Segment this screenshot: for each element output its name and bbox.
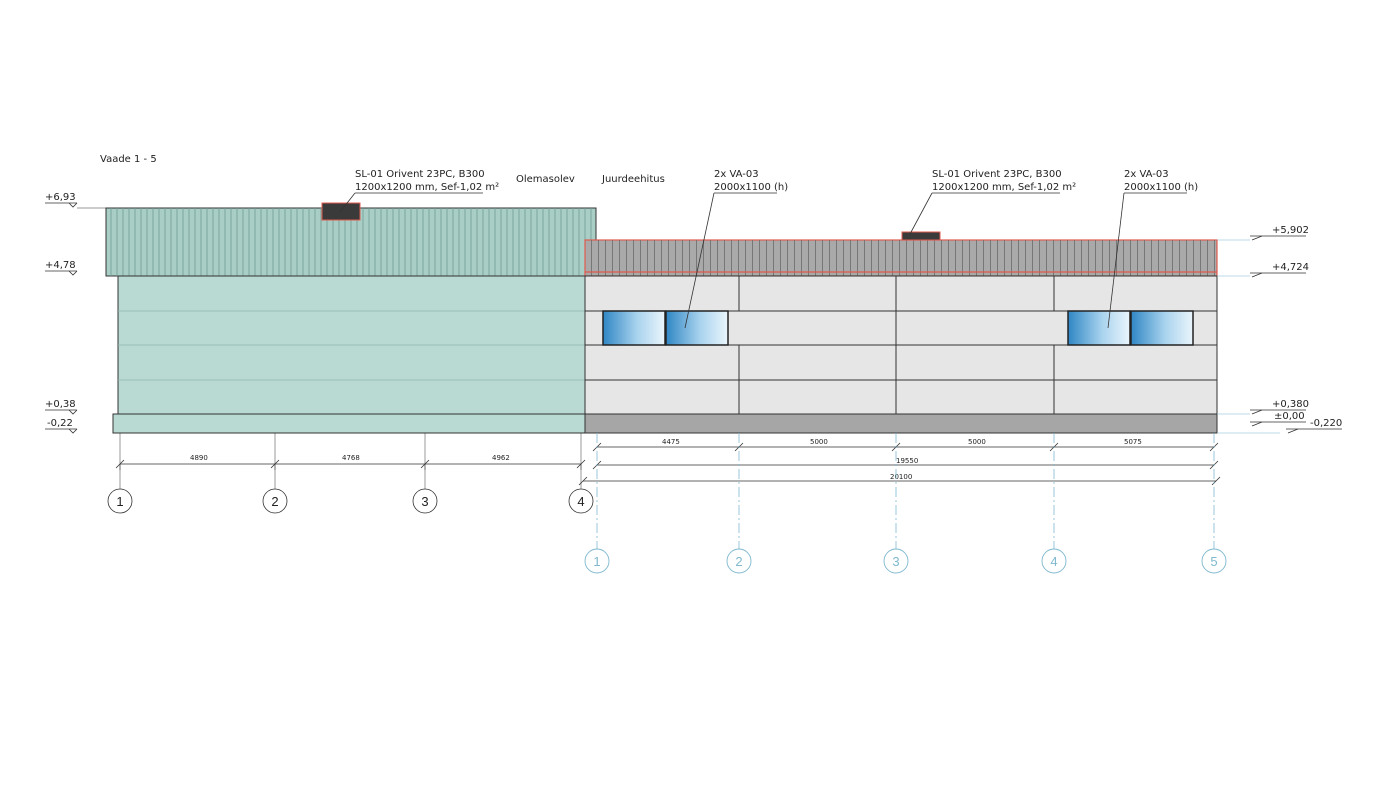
levels-right: +5,902 +4,724 +0,380 ±0,00 -0,220 (1217, 225, 1342, 434)
callout-skylight-left-1: SL-01 Orivent 23PC, B300 (355, 169, 485, 180)
grid-right-label-2: 2 (735, 554, 742, 569)
grid-right-label-4: 4 (1050, 554, 1057, 569)
grid-left-bubble-1 (107, 488, 133, 514)
grid-left-bubble-2 (262, 488, 288, 514)
grid-right-bubble-2 (726, 548, 752, 574)
grid-right-label-5: 5 (1210, 554, 1217, 569)
grid-right-bubble-4 (1041, 548, 1067, 574)
callout-skylight-left-2: 1200x1200 mm, Sef-1,02 m² (355, 182, 499, 193)
level-right-floor: +0,380 (1272, 399, 1309, 410)
dim-right-2: 5000 (810, 438, 828, 446)
drawing-title: Vaade 1 - 5 (100, 154, 157, 165)
dim-total-inner: 19550 (896, 457, 918, 465)
grid-right-bubble-1 (584, 548, 610, 574)
extension-plinth (584, 413, 1218, 434)
existing-building (105, 202, 597, 434)
level-left-eave: +4,78 (45, 260, 76, 271)
level-right-top: +5,902 (1272, 225, 1309, 236)
grid-left-label-2: 2 (271, 494, 278, 509)
grid-right-bubble-3 (883, 548, 909, 574)
existing-plinth (112, 413, 589, 434)
callout-window-right-1: 2x VA-03 (1124, 169, 1169, 180)
grid-left-label-1: 1 (116, 494, 123, 509)
dim-right-4: 5075 (1124, 438, 1142, 446)
callout-skylight-right-1: SL-01 Orivent 23PC, B300 (932, 169, 1062, 180)
grid-left-bubble-3 (412, 488, 438, 514)
grid-left-label-3: 3 (421, 494, 428, 509)
level-right-ground: -0,220 (1310, 418, 1342, 429)
callout-window-right-2: 2000x1100 (h) (1124, 182, 1198, 193)
level-right-zero: ±0,00 (1274, 411, 1305, 422)
callout-window-left-2: 2000x1100 (h) (714, 182, 788, 193)
label-existing: Olemasolev (516, 174, 575, 185)
grid-right-label-3: 3 (892, 554, 899, 569)
dims-right: 4475 5000 5000 5075 19550 20100 (578, 438, 1221, 486)
dim-left-2: 4768 (342, 454, 360, 462)
grid-right: 1 2 3 4 5 (584, 433, 1227, 574)
extension-roof-ribs (585, 240, 1217, 276)
label-extension: Juurdeehitus (601, 174, 665, 185)
callout-window-left-1: 2x VA-03 (714, 169, 759, 180)
levels-left: +6,93 +4,78 +0,38 -0,22 (45, 192, 106, 434)
existing-skylight (321, 202, 361, 221)
grid-right-bubble-5 (1201, 548, 1227, 574)
level-left-ground: -0,22 (47, 418, 73, 429)
extension-skylight (901, 231, 941, 241)
dim-right-1: 4475 (662, 438, 680, 446)
dims-left: 4890 4768 4962 (115, 433, 586, 470)
level-left-top: +6,93 (45, 192, 76, 203)
level-right-eave: +4,724 (1272, 262, 1309, 273)
window-right-2 (1130, 310, 1194, 346)
window-left-2 (665, 310, 729, 346)
grid-left: 1 2 3 4 (107, 464, 594, 514)
grid-left-label-4: 4 (577, 494, 584, 509)
grid-right-label-1: 1 (593, 554, 600, 569)
dim-right-3: 5000 (968, 438, 986, 446)
grid-left-bubble-4 (568, 488, 594, 514)
dim-left-3: 4962 (492, 454, 510, 462)
window-left-1 (602, 310, 666, 346)
dim-left-1: 4890 (190, 454, 208, 462)
extension-building (584, 231, 1218, 434)
dim-total-outer: 20100 (890, 473, 912, 481)
level-left-floor: +0,38 (45, 399, 76, 410)
callout-skylight-right-2: 1200x1200 mm, Sef-1,02 m² (932, 182, 1076, 193)
window-right-1 (1067, 310, 1131, 346)
